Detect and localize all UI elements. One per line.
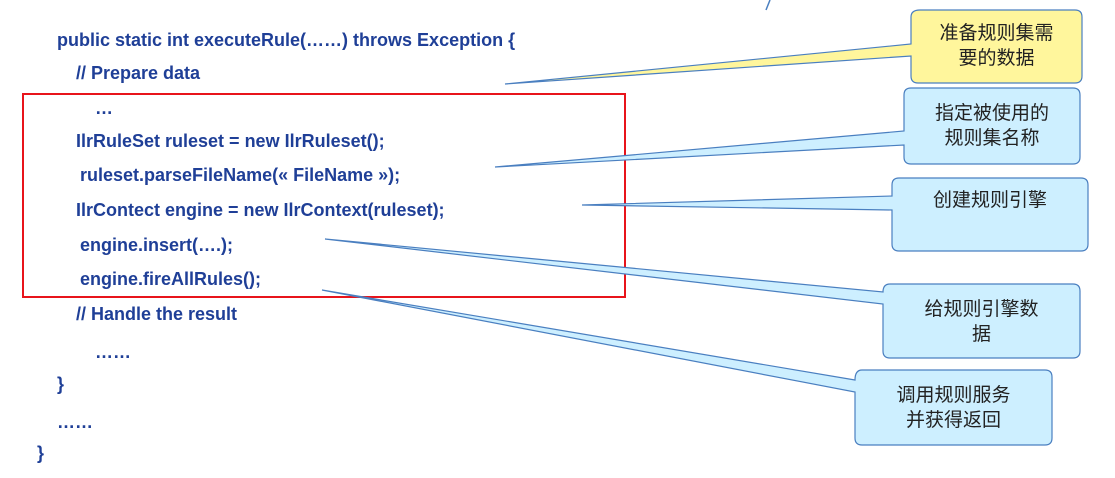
callout-invoke-line2: 并获得返回: [905, 409, 1001, 431]
code-comment-handle: // Handle the result: [76, 304, 238, 324]
callout-create-shape: [581, 177, 1089, 252]
code-line-context: IlrContect engine = new IlrContext(rules…: [76, 200, 445, 220]
callout-invoke-shape: [321, 289, 1053, 446]
callout-invoke-text: 调用规则服务 并获得返回: [855, 383, 1052, 433]
code-line-parse: ruleset.parseFileName(« FileName »);: [80, 165, 401, 185]
callout-give-line1: 给规则引擎数: [924, 298, 1039, 320]
callout-create-line1: 创建规则引擎: [932, 189, 1047, 211]
code-close-brace-inner: }: [57, 374, 65, 394]
top-tick: [765, 0, 771, 11]
code-line-ruleset: IlrRuleSet ruleset = new IlrRuleset();: [76, 131, 385, 151]
callout-specify-text: 指定被使用的 规则集名称: [904, 101, 1080, 151]
callout-give-shape: [324, 238, 1081, 359]
code-ellipsis: …: [95, 98, 113, 118]
code-line-signature: public static int executeRule(……) throws…: [57, 30, 516, 50]
callout-prepare-text: 准备规则集需 要的数据: [911, 21, 1082, 71]
callout-give-line2: 据: [971, 323, 991, 345]
code-ellipsis-3: ……: [57, 412, 93, 432]
callout-specify-shape: [494, 87, 1081, 168]
callout-prepare-line1: 准备规则集需: [939, 22, 1054, 44]
callout-invoke-line1: 调用规则服务: [896, 384, 1011, 406]
callout-give-text: 给规则引擎数 据: [883, 297, 1080, 347]
callout-prepare-line2: 要的数据: [958, 47, 1035, 69]
callout-specify-line2: 规则集名称: [944, 127, 1040, 149]
code-line-fire: engine.fireAllRules();: [80, 269, 262, 289]
code-line-insert: engine.insert(….);: [80, 235, 234, 255]
callout-prepare-shape: [504, 9, 1083, 85]
code-ellipsis-2: ……: [95, 342, 131, 362]
callout-specify-line1: 指定被使用的: [934, 102, 1049, 124]
code-comment-prepare: // Prepare data: [76, 63, 201, 83]
callout-create-text: 创建规则引擎: [892, 188, 1088, 213]
highlight-frame: [22, 93, 626, 298]
code-close-brace-outer: }: [37, 443, 45, 463]
